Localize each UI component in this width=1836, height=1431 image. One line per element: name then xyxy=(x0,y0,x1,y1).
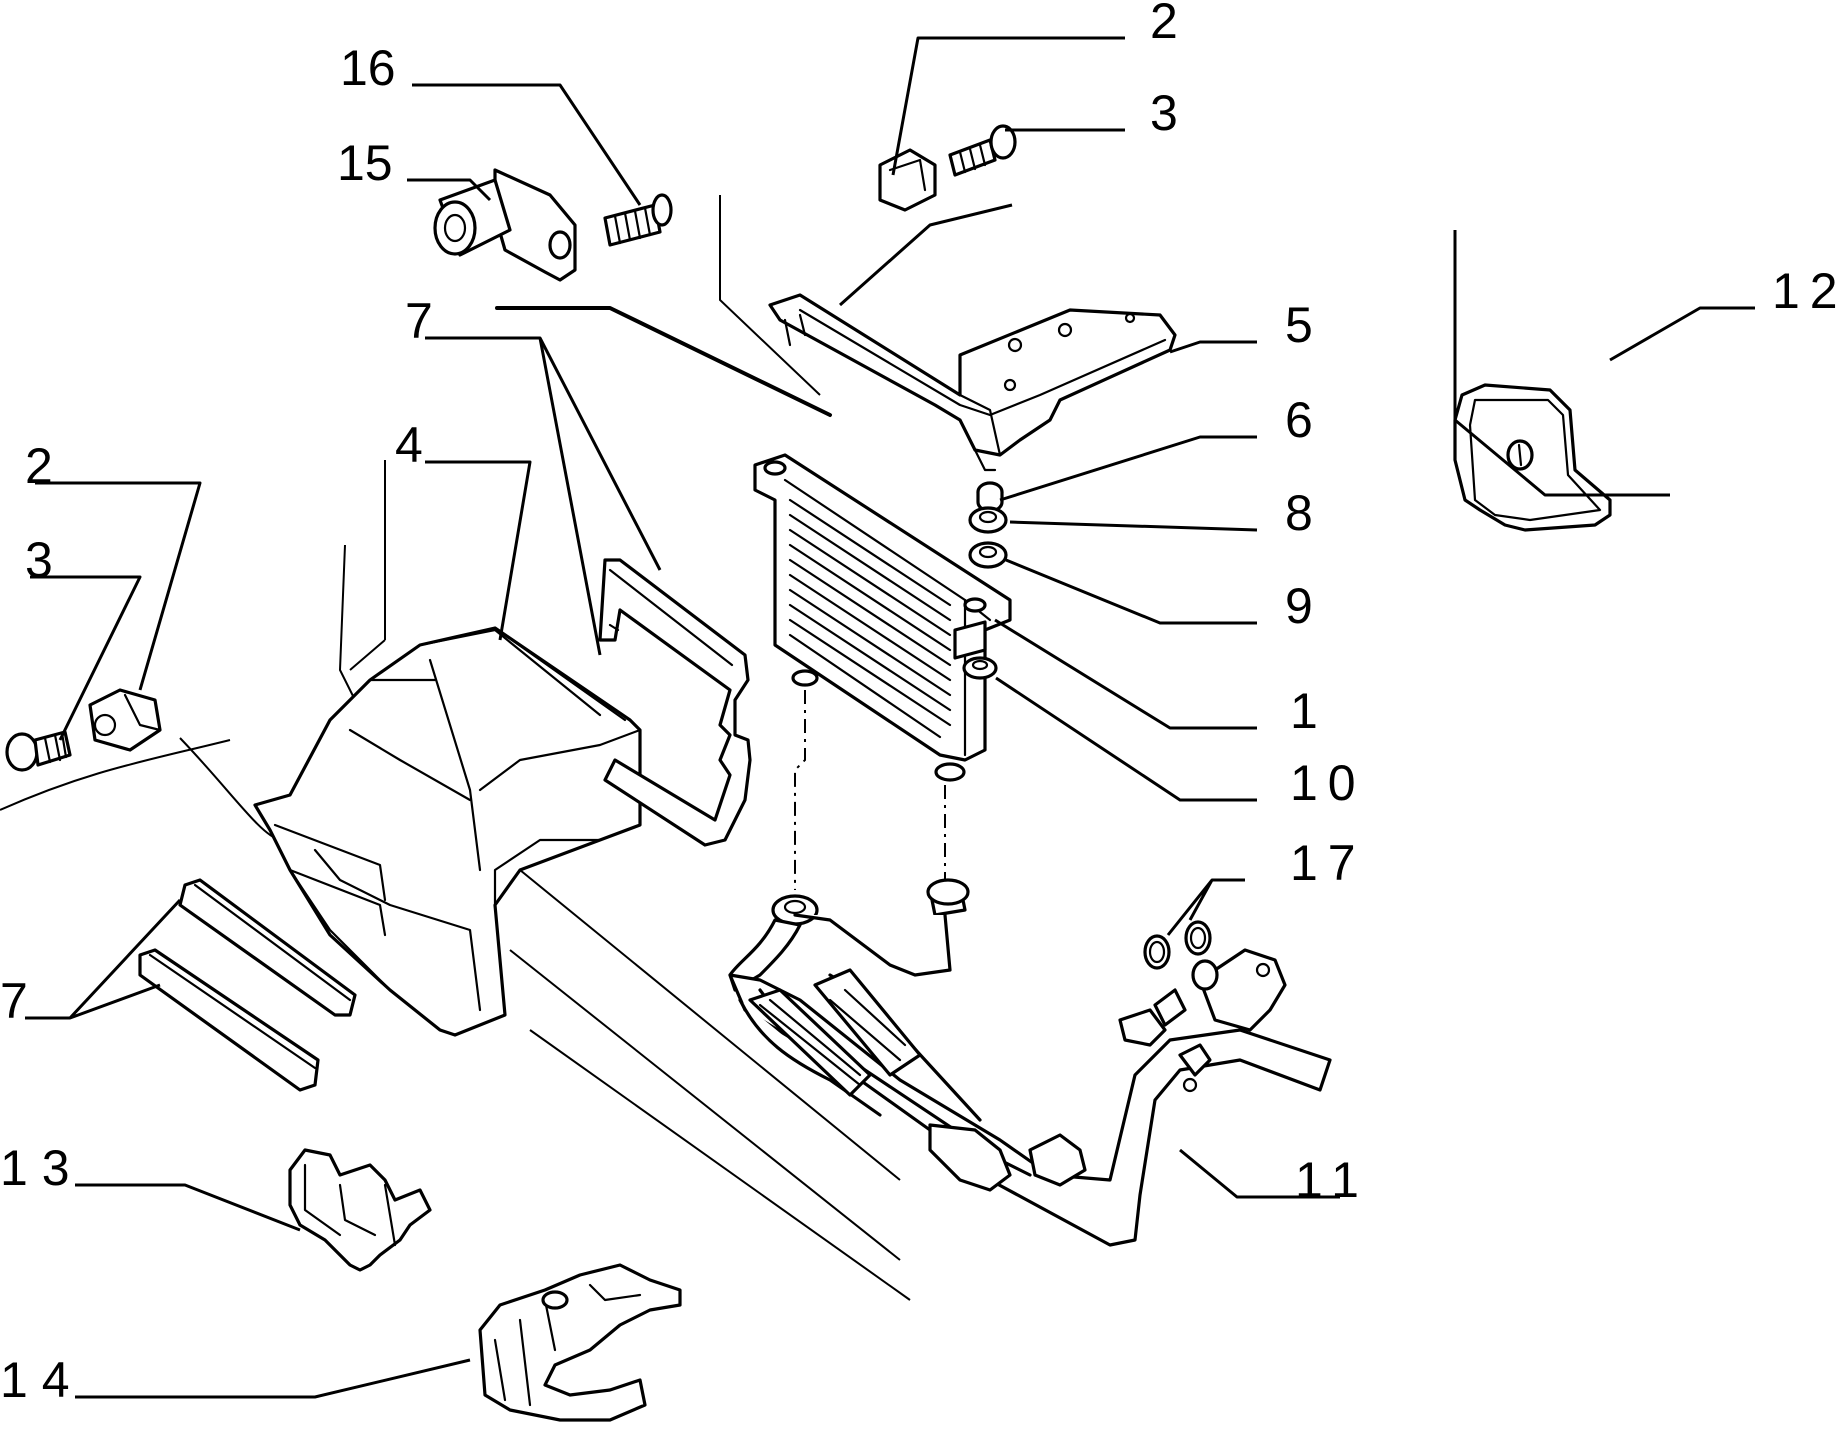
part-4-air-duct xyxy=(253,626,642,1037)
callout-17: 17 xyxy=(1290,835,1366,891)
part-11-oil-pipes xyxy=(728,878,1332,1247)
callout-4: 4 xyxy=(395,417,423,473)
part-3-bolt-top xyxy=(948,124,1017,177)
part-13-hose-clip xyxy=(288,1148,432,1272)
part-10-washer xyxy=(962,656,998,680)
callout-7-left: 7 xyxy=(0,973,28,1029)
callout-12: 12 xyxy=(1772,263,1836,319)
part-15-sensor xyxy=(433,168,577,282)
part-2-clip-left xyxy=(88,688,162,752)
part-2-clip-top xyxy=(878,148,937,212)
callout-9: 9 xyxy=(1285,578,1313,634)
part-14-hose-clip xyxy=(478,1263,682,1422)
callout-2-top: 2 xyxy=(1150,0,1178,49)
callout-15: 15 xyxy=(337,135,393,191)
part-1-oil-cooler xyxy=(753,453,1012,782)
callout-13: 13 xyxy=(0,1140,84,1196)
part-5-bracket xyxy=(768,293,1177,472)
cooler-fins xyxy=(788,498,952,739)
leader-lines xyxy=(25,36,1755,1399)
callout-14: 14 xyxy=(0,1352,84,1408)
callout-5: 5 xyxy=(1285,297,1313,353)
callout-11: 11 xyxy=(1295,1152,1371,1208)
callout-3-top: 3 xyxy=(1150,85,1178,141)
callout-10: 10 xyxy=(1290,755,1366,811)
part-12-cover-plate xyxy=(1453,383,1612,532)
callout-7-top: 7 xyxy=(405,293,433,349)
callout-2-left: 2 xyxy=(25,438,53,494)
part-17-o-rings xyxy=(1143,920,1212,970)
vehicle-body-outline xyxy=(0,195,911,1301)
callout-3-left: 3 xyxy=(25,532,53,588)
part-9-washer xyxy=(968,541,1008,569)
part-7-seal-strips xyxy=(138,878,357,1092)
callout-8: 8 xyxy=(1285,485,1313,541)
part-8-washer xyxy=(968,506,1008,534)
part-7-seal-frame xyxy=(598,558,752,847)
callout-16: 16 xyxy=(340,40,396,96)
assembly-axis-lines xyxy=(794,690,946,890)
part-16-screw xyxy=(603,193,673,247)
callout-6: 6 xyxy=(1285,392,1313,448)
part-6-bushing xyxy=(976,481,1004,513)
callout-1: 1 xyxy=(1290,683,1318,739)
